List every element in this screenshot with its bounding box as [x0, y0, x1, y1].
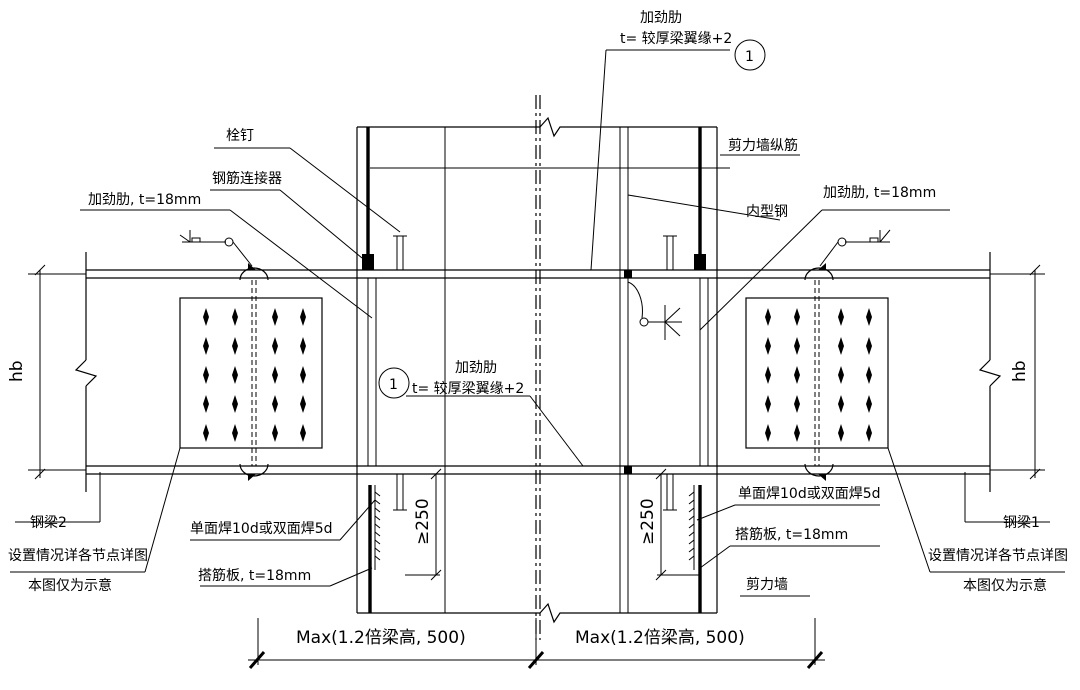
lap-plates	[374, 485, 695, 570]
callout-circle-mid	[378, 367, 410, 399]
label-shear-wall: 剪力墙	[746, 577, 788, 593]
weld-symbol-right	[627, 281, 682, 340]
weld-symbol-left	[179, 230, 253, 267]
label-weld-left: 单面焊10d或双面焊5d	[190, 521, 333, 537]
label-min-len-left: ≥250	[413, 498, 433, 545]
note-left-line2: 本图仅为示意	[28, 577, 112, 594]
label-min-len-right: ≥250	[638, 498, 658, 545]
label-hb-right: hb	[1010, 360, 1030, 382]
web-gap-lines	[251, 280, 820, 466]
label-hb-left: hb	[7, 360, 27, 382]
label-lap-plate-left: 搭筋板, t=18mm	[198, 567, 311, 584]
beam-bottom-flange	[28, 465, 1045, 475]
wall-rebars	[366, 127, 702, 613]
label-stiffener-mid: 加劲肋	[455, 360, 497, 376]
shear-wall-outline	[356, 116, 718, 624]
dim-hb-right	[1029, 264, 1041, 480]
note-left-line1: 设置情况详各节点详图	[8, 548, 148, 564]
label-stiffener-top-thickness: t= 较厚梁翼缘+2	[620, 31, 732, 47]
beam-break-lines	[74, 252, 1002, 492]
callout-number-top: 1	[745, 49, 754, 65]
label-wall-rebar: 剪力墙纵筋	[728, 137, 798, 154]
label-beam2: 钢梁2	[30, 515, 67, 531]
label-stiffener-top: 加劲肋	[640, 10, 682, 26]
studs	[393, 235, 677, 511]
leader-lines	[10, 49, 1065, 597]
weld-symbol-right-top	[819, 229, 891, 267]
bolt-grid-left	[203, 308, 306, 442]
label-lap-plate-right: 搭筋板, t=18mm	[735, 526, 848, 543]
dim-250-right	[655, 468, 700, 581]
callout-number-mid: 1	[389, 377, 398, 393]
dim-bottom	[248, 618, 825, 669]
flange-scallops	[239, 267, 834, 477]
label-stiffener-left: 加劲肋, t=18mm	[88, 192, 201, 208]
label-dim-left: Max(1.2倍梁高, 500)	[296, 628, 466, 648]
label-beam1: 钢梁1	[1003, 515, 1040, 531]
center-line	[535, 95, 541, 640]
splice-plate-right	[745, 297, 889, 449]
label-rebar-coupler: 钢筋连接器	[212, 170, 282, 187]
callout-circle-top	[734, 39, 766, 71]
fillet-welds	[248, 263, 826, 481]
note-right-line1: 设置情况详各节点详图	[928, 548, 1068, 564]
rebar-couplers	[362, 254, 706, 270]
label-stiffener-mid-thickness: t= 较厚梁翼缘+2	[412, 381, 524, 397]
inner-steel-lines	[367, 127, 709, 613]
label-stiffener-right: 加劲肋, t=18mm	[823, 185, 936, 201]
dim-hb-left	[34, 264, 46, 480]
splice-plate-left	[179, 297, 323, 449]
note-right-line2: 本图仅为示意	[963, 577, 1047, 594]
label-inner-steel: 内型钢	[746, 204, 788, 220]
beam-top-flange	[28, 269, 1045, 279]
label-weld-right: 单面焊10d或双面焊5d	[738, 486, 881, 502]
label-dim-right: Max(1.2倍梁高, 500)	[575, 628, 745, 648]
label-stud: 栓钉	[226, 128, 254, 144]
dim-250-left	[405, 468, 442, 581]
